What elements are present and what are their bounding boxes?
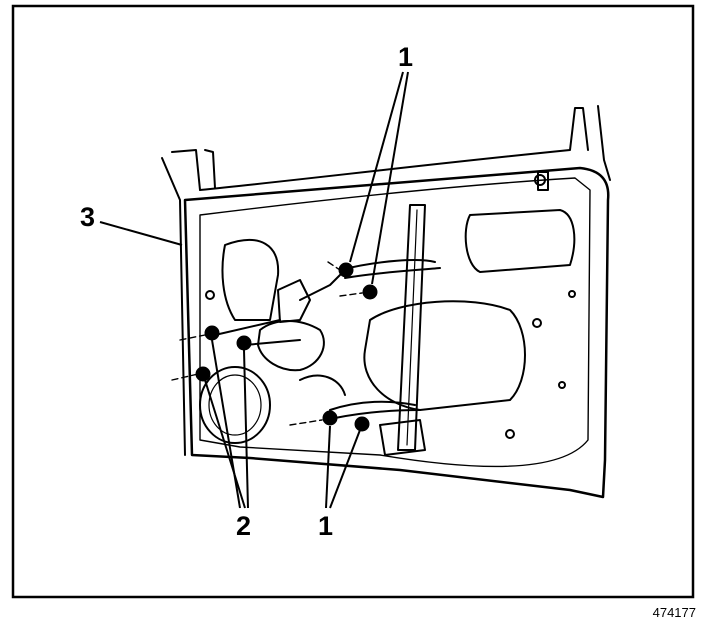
figure-number: 474177	[652, 605, 696, 620]
fastener-left-3	[195, 366, 211, 382]
fastener-left-2	[236, 335, 252, 351]
callout-1-top: 1	[398, 42, 413, 72]
callout-1-bottom: 1	[318, 511, 333, 541]
fasteners	[195, 262, 378, 432]
callout-3: 3	[80, 202, 95, 232]
fastener-upper-2	[362, 284, 378, 300]
fastener-left-1	[204, 325, 220, 341]
figure-border	[11, 4, 695, 599]
leader-lines	[99, 71, 409, 509]
fastener-lower-1	[322, 410, 338, 426]
callout-2: 2	[236, 511, 251, 541]
door-inner-panel	[161, 105, 611, 499]
fastener-lower-2	[354, 416, 370, 432]
fastener-upper-1	[338, 262, 354, 278]
